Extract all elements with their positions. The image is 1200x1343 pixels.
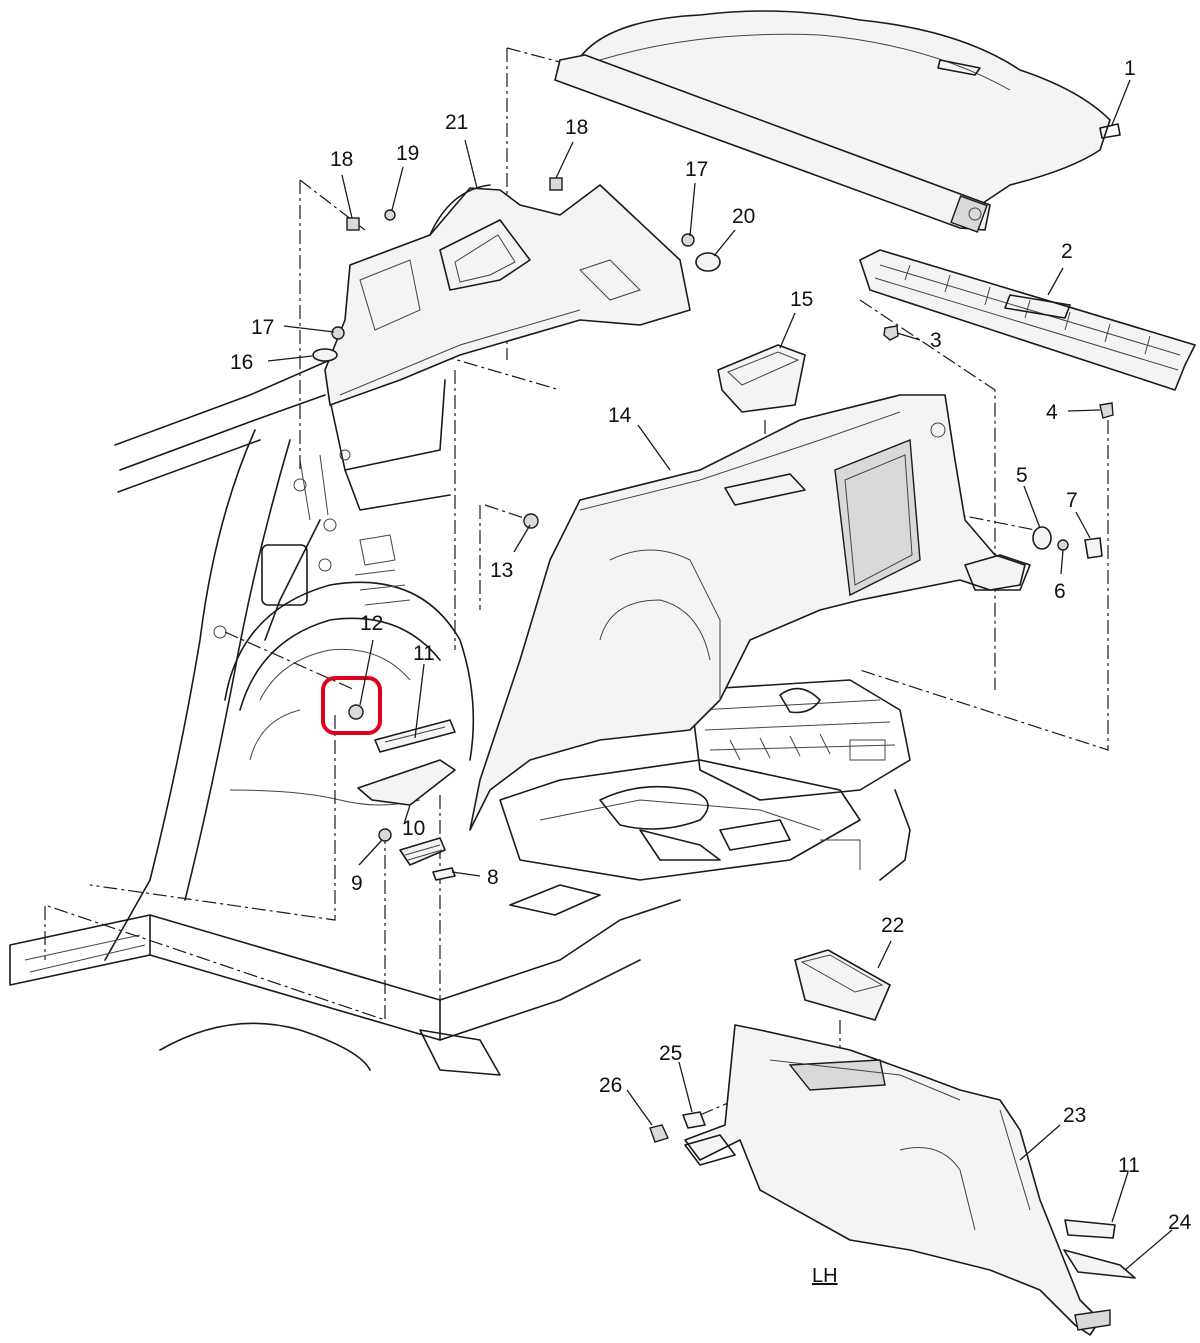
closeout-10 (357, 759, 456, 806)
retainer-9 (378, 828, 392, 842)
callout-10: 10 (402, 817, 425, 840)
nut-13 (523, 513, 539, 529)
callout-18-right: 18 (565, 116, 588, 139)
screw-17-right (681, 233, 695, 247)
callout-25: 25 (659, 1042, 682, 1065)
lh-quarter-trim-panel (684, 1024, 1111, 1336)
screw-17-left (331, 326, 345, 340)
rear-sill-plate (859, 249, 1196, 391)
upper-quarter-trim-panel (324, 184, 691, 406)
clip-18-left (346, 217, 360, 231)
orientation-label: LH (812, 1265, 838, 1287)
callout-2: 2 (1061, 240, 1073, 263)
cargo-cover (554, 10, 1121, 233)
callout-14: 14 (608, 404, 632, 427)
plug-16 (312, 348, 338, 362)
callout-26: 26 (599, 1074, 622, 1097)
highlight-box (321, 676, 382, 735)
callout-13: 13 (490, 559, 513, 582)
callout-16: 16 (230, 351, 253, 374)
leader-lines (267, 79, 1173, 1271)
callout-21: 21 (445, 111, 468, 134)
callout-5: 5 (1016, 464, 1028, 487)
callout-labels: 1 2 3 4 5 6 7 8 9 10 11 11 12 13 14 15 1… (230, 57, 1192, 1287)
callout-15: 15 (790, 288, 813, 311)
callout-9: 9 (351, 872, 363, 895)
bolt-26 (649, 1124, 669, 1143)
fasteners (312, 177, 1114, 1143)
washer-5 (1032, 526, 1052, 550)
highlight-part-12 (321, 676, 382, 735)
storage-bin-lower (794, 949, 891, 1021)
callout-7: 7 (1066, 489, 1078, 512)
callout-11-upper: 11 (413, 642, 435, 665)
clip-18-right (549, 177, 563, 191)
callout-1: 1 (1124, 57, 1136, 80)
clip-3 (883, 325, 899, 341)
vehicle-body-structure (9, 359, 911, 1076)
callout-17-left: 17 (251, 316, 274, 339)
callout-23: 23 (1063, 1104, 1086, 1127)
callout-19: 19 (396, 142, 419, 165)
bolt-6 (1057, 539, 1069, 551)
screw-19 (384, 209, 396, 221)
storage-bin-upper (717, 344, 806, 413)
callout-6: 6 (1054, 580, 1066, 603)
callout-22: 22 (881, 914, 904, 937)
plug-20 (695, 252, 721, 272)
callout-18-left: 18 (330, 148, 353, 171)
callout-24: 24 (1168, 1211, 1192, 1234)
callout-12: 12 (360, 612, 383, 635)
callout-20: 20 (732, 205, 755, 228)
pad-8-area (399, 837, 446, 866)
quarter-trim-panel (469, 394, 1031, 831)
callout-4: 4 (1046, 401, 1058, 424)
cover-7 (1084, 537, 1103, 559)
clip-4 (1099, 402, 1114, 419)
callout-3: 3 (930, 329, 942, 352)
fastener-12 (348, 704, 364, 720)
installation-guide-lines (44, 47, 1109, 1116)
callout-8: 8 (487, 866, 499, 889)
clip-25 (682, 1111, 706, 1129)
callout-17-right: 17 (685, 158, 708, 181)
callout-11-lower: 11 (1118, 1154, 1140, 1177)
